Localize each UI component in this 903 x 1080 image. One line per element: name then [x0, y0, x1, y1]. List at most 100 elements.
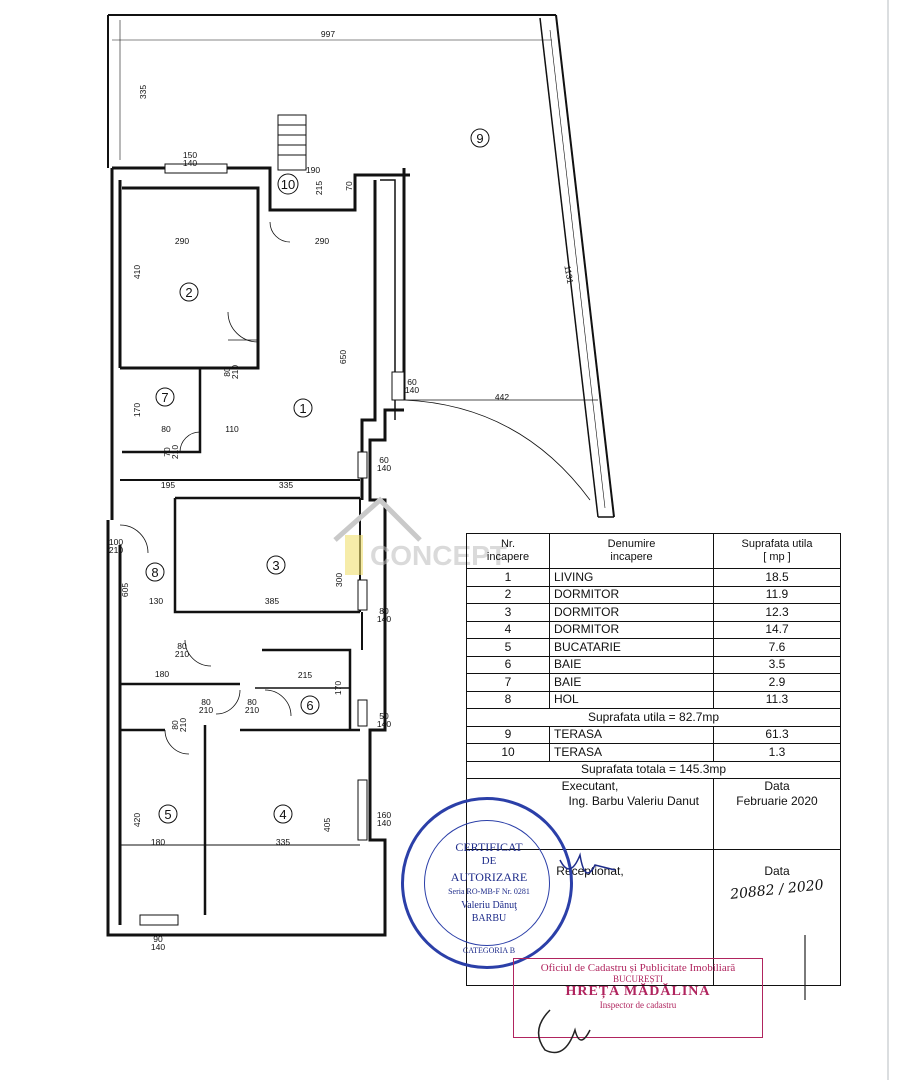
room-number-9: 9: [476, 131, 483, 146]
room-number-6: 6: [306, 698, 313, 713]
room-marker: [277, 173, 299, 195]
stamp-line-3: AUTORIZARE: [450, 870, 528, 884]
dimension-room6-width: 215: [298, 670, 312, 680]
dimension-room1-height: 650: [338, 350, 348, 364]
office-stamp-line-3: HREȚA MĂDĂLINA: [565, 984, 711, 999]
data-label-2: Data: [764, 864, 790, 878]
dimension-steps-a: 190: [306, 165, 320, 175]
area-table: Nr. incapere Denumire incapere Suprafata…: [466, 533, 841, 986]
office-stamp-line-1: Oficiul de Cadastru și Publicitate Imobi…: [540, 962, 736, 974]
dimension-room3-width: 385: [265, 596, 279, 606]
office-stamp: Oficiul de Cadastru și Publicitate Imobi…: [513, 958, 763, 1038]
dimension-left-terrace: 335: [138, 85, 148, 99]
room-marker: [470, 128, 490, 148]
dimension-room7-width: 80: [161, 424, 171, 434]
cell-name: TERASA: [549, 725, 714, 744]
stamp-line-4: Seria RO-MB-F Nr. 0281: [448, 887, 530, 896]
executant-date: Februarie 2020: [736, 794, 818, 808]
header-name: Denumire incapere: [549, 533, 714, 569]
dimension-steps-d: 70: [344, 181, 354, 191]
dimension-top-width: 997: [321, 29, 335, 39]
stamp-line-2: DE: [481, 855, 497, 867]
authorization-stamp: CERTIFICAT DE AUTORIZARE Seria RO-MB-F N…: [401, 797, 573, 969]
dimension-hall-a: 195: [161, 480, 175, 490]
dimension-room4-height: 405: [322, 818, 332, 832]
office-stamp-line-4: Inspector de cadastru: [599, 1000, 677, 1010]
dimension-room3-height: 300: [334, 573, 344, 587]
dimension-door-d1: 80210: [222, 365, 240, 379]
door-swings: [119, 221, 292, 755]
room-marker: [300, 695, 320, 715]
header-name-text: Denumire incapere: [607, 538, 656, 563]
dimension-hall-c: 130: [149, 596, 163, 606]
room-number-5: 5: [164, 807, 171, 822]
room-marker: [293, 398, 313, 418]
executant-date-cell: Data Februarie 2020: [713, 778, 841, 850]
dimension-room5-height: 420: [132, 813, 142, 827]
dimension-room4-width: 335: [276, 837, 290, 847]
dimension-room2-height: 410: [132, 265, 142, 279]
room-marker: [266, 555, 286, 575]
dimension-hall-b: 335: [279, 480, 293, 490]
dimension-steps-c: 215: [314, 181, 324, 195]
executant-signature: [559, 852, 616, 874]
receptionat-date-cell: Data 20882 / 2020: [713, 849, 841, 986]
dimension-room7-height: 170: [132, 403, 142, 417]
stamp-line-5: Valeriu Dănuţ: [461, 900, 517, 911]
subtotal-cell: Suprafata utila = 82.7mp: [466, 708, 841, 727]
stamp-line-7: CATEGORIA B: [462, 946, 516, 955]
cell-name: DORMITOR: [549, 603, 714, 622]
room-marker: [155, 387, 175, 407]
header-nr: Nr. incapere: [466, 533, 550, 569]
header-nr-text: Nr. incapere: [486, 538, 530, 563]
office-stamp-line-2: BUCUREȘTI: [612, 974, 663, 984]
dimension-door-d7: 70210: [162, 445, 180, 459]
header-area-text: Suprafata utila [ mp ]: [741, 538, 813, 563]
dimension-door-d5: 80210: [170, 718, 188, 732]
data-label: Data: [764, 779, 790, 793]
room-number-10: 10: [281, 177, 295, 192]
dimension-terrace-side: 442: [495, 392, 509, 402]
dimension-room1-width: 290: [315, 236, 329, 246]
room-number-8: 8: [151, 565, 158, 580]
room-number-markers: [145, 128, 490, 824]
room-marker: [158, 804, 178, 824]
room-number-4: 4: [279, 807, 286, 822]
room-marker: [179, 282, 199, 302]
header-area: Suprafata utila [ mp ]: [713, 533, 841, 569]
room-number-3: 3: [272, 558, 279, 573]
steps: [277, 114, 307, 171]
receptionat-signature: [537, 1009, 591, 1054]
dimension-room2-width: 290: [175, 236, 189, 246]
dimension-terrace-diagonal: 1131: [562, 265, 575, 285]
dimension-hall-height: 605: [120, 583, 130, 597]
windows: [139, 163, 405, 926]
table-header-row: Nr. incapere Denumire incapere Suprafata…: [466, 533, 841, 569]
terrace-outline: [107, 14, 615, 518]
dimension-room5-top: 180: [155, 669, 169, 679]
cell-area: 3.5: [713, 655, 841, 674]
stamp-inner-ring: [424, 820, 550, 946]
dimension-room5-bottom: 180: [151, 837, 165, 847]
room-number-7: 7: [161, 390, 168, 405]
room-marker: [273, 804, 293, 824]
dimension-room1-low: 110: [225, 424, 239, 434]
